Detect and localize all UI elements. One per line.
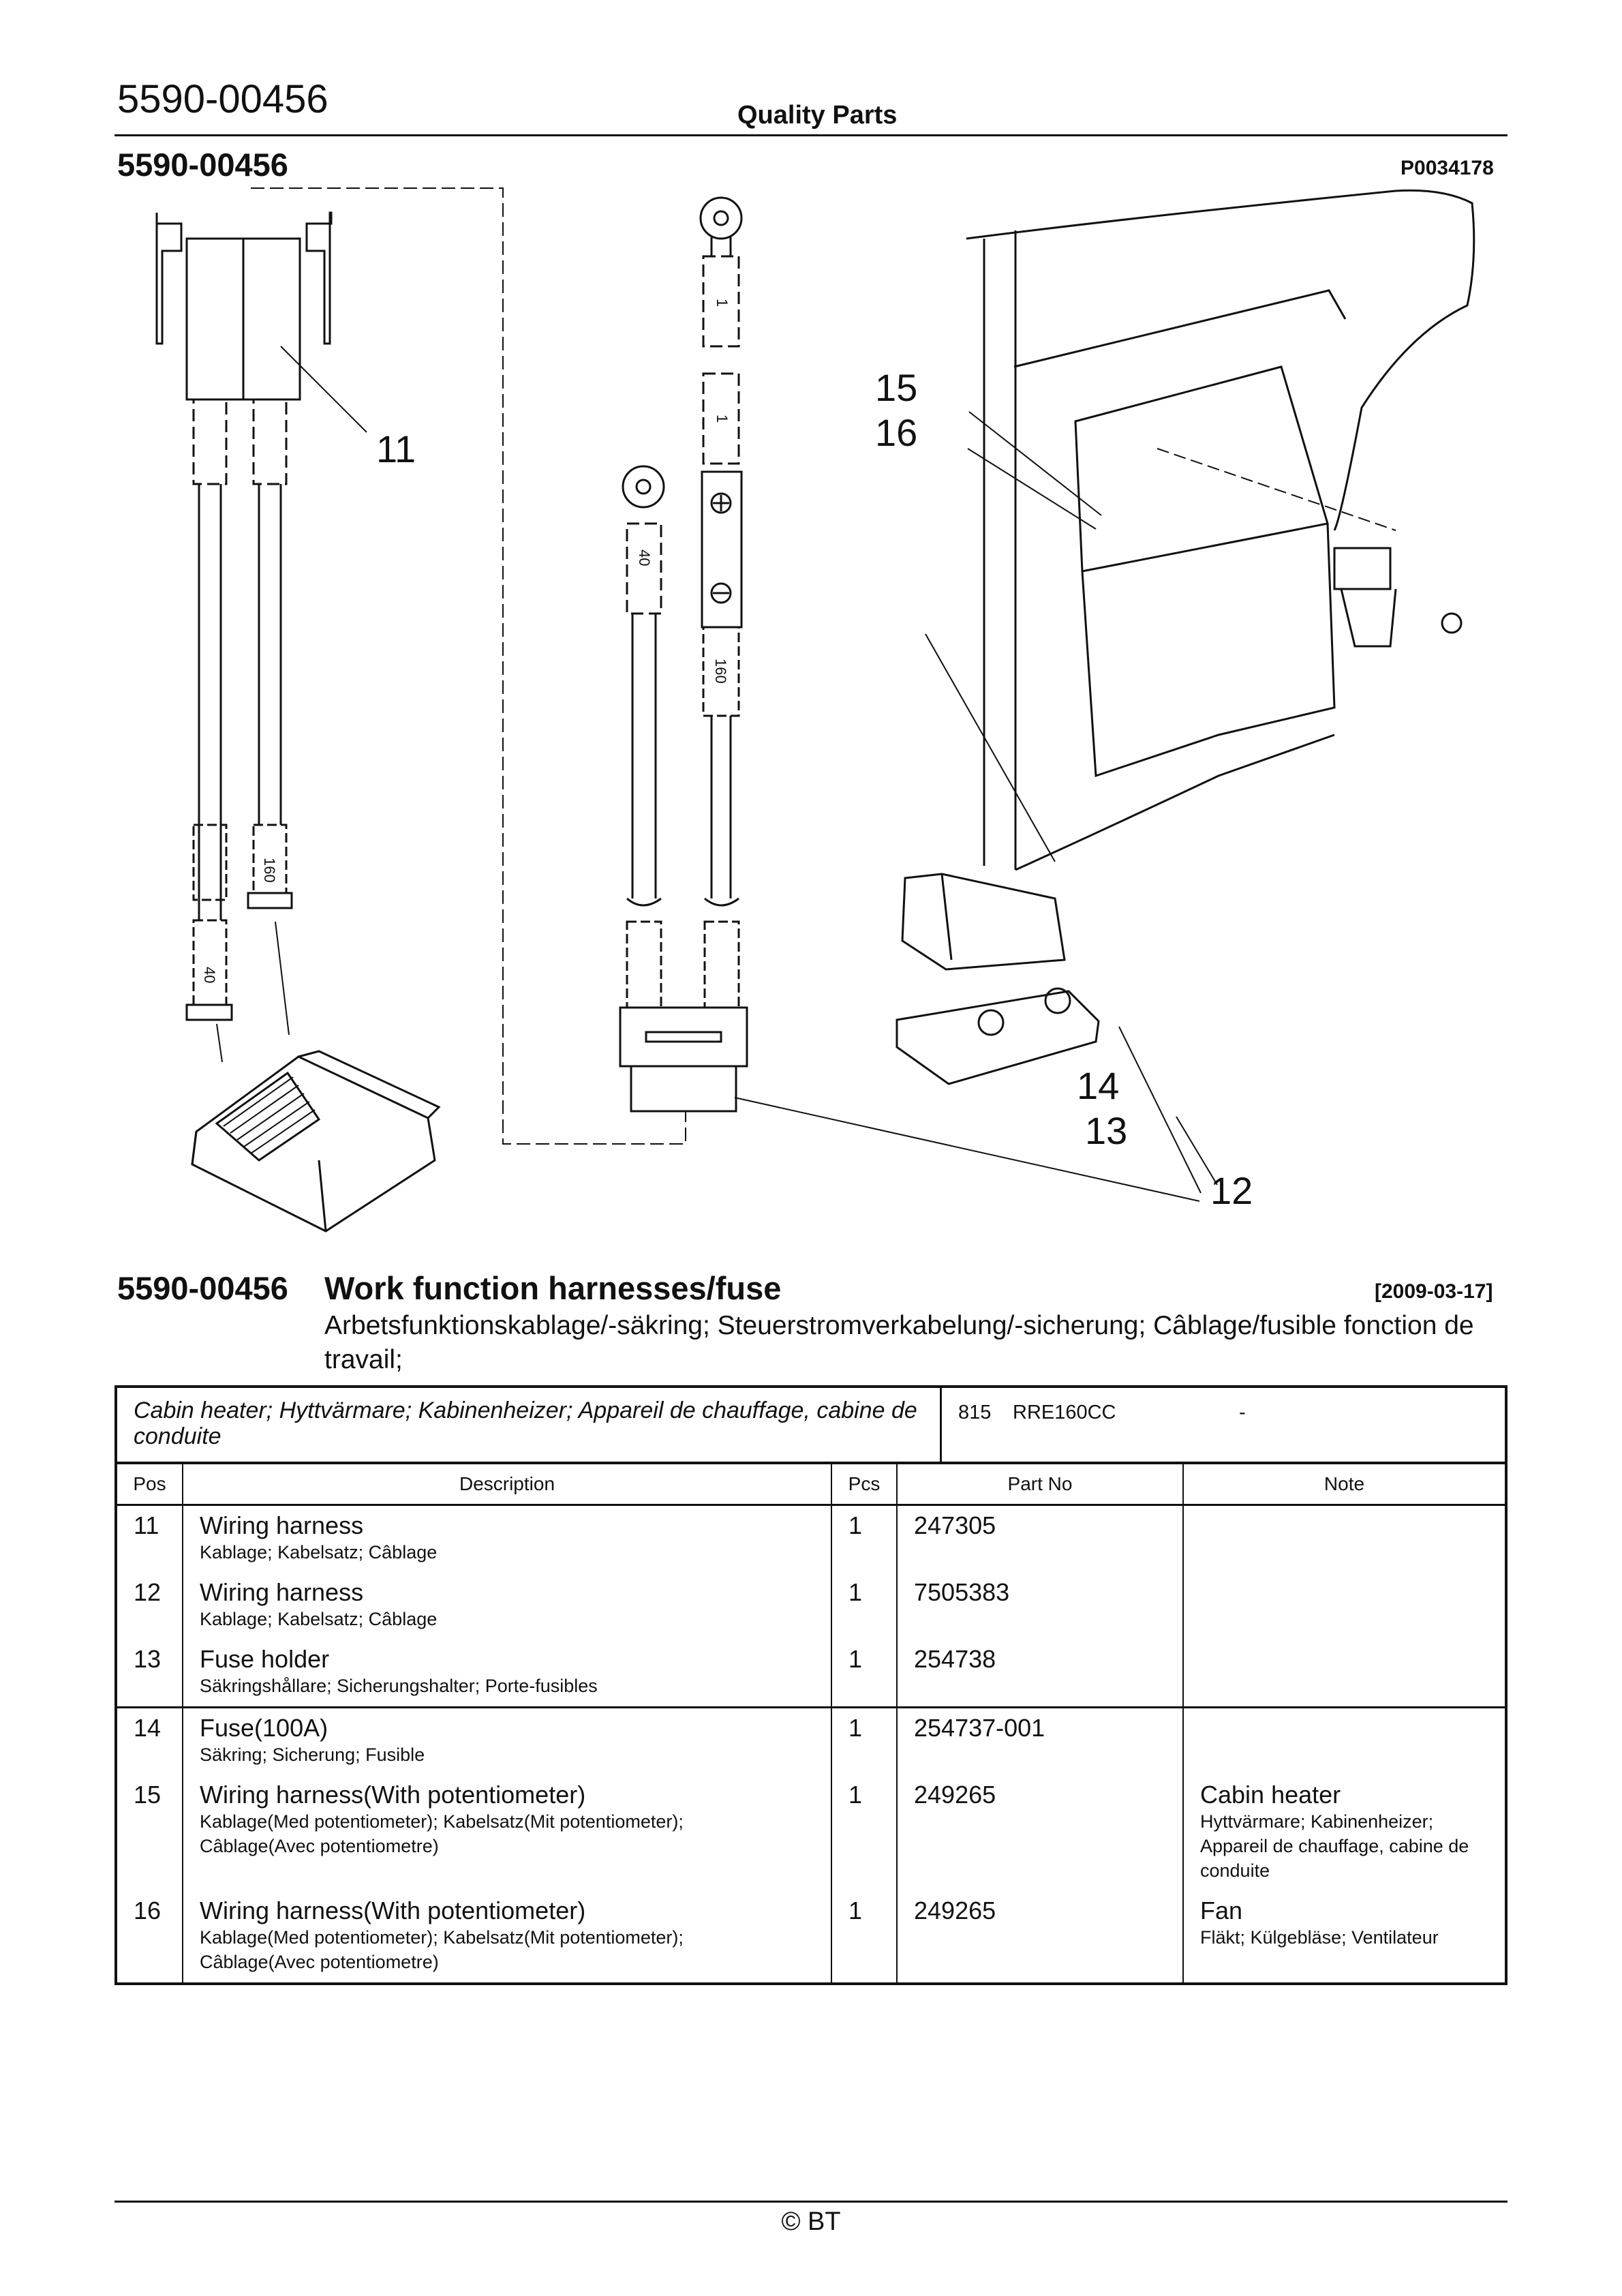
model-info: 815 RRE160CC - <box>942 1388 1505 1462</box>
document-number: 5590-00456 <box>117 77 328 121</box>
table-caption: Cabin heater; Hyttvärmare; Kabinenheizer… <box>117 1388 942 1462</box>
row-pos: 16 <box>134 1897 162 1924</box>
row-description: Fuse(100A) <box>200 1714 328 1742</box>
table-row: 15 Wiring harness(With potentiometer)Kab… <box>117 1775 1505 1891</box>
header-pos: Pos <box>117 1464 183 1506</box>
row-description: Wiring harness(With potentiometer) <box>200 1781 586 1809</box>
row-pos: 14 <box>134 1714 162 1742</box>
row-pcs: 1 <box>848 1511 863 1539</box>
header-part-no: Part No <box>897 1464 1184 1506</box>
callout-15: 15 <box>875 366 917 409</box>
cab-panel-drawing <box>896 189 1475 1194</box>
dim-label-1: 1 <box>714 299 731 307</box>
model-code: 815 <box>958 1402 992 1423</box>
callout-13: 13 <box>1085 1109 1127 1152</box>
row-pcs: 1 <box>848 1897 863 1924</box>
row-pos: 11 <box>134 1511 159 1539</box>
row-pcs: 1 <box>848 1645 863 1673</box>
row-note-translations: Fläkt; Külgebläse; Ventilateur <box>1200 1927 1439 1948</box>
row-part-no: 247305 <box>914 1511 996 1539</box>
footer-copyright: © BT <box>781 2207 841 2236</box>
header-pcs: Pcs <box>831 1464 898 1506</box>
dim-label-160: 160 <box>261 858 278 883</box>
row-description: Fuse holder <box>200 1645 330 1673</box>
table-header-row: Pos Description Pcs Part No Note <box>117 1464 1505 1506</box>
header-description: Description <box>183 1464 832 1506</box>
row-description-translations: Säkring; Sicherung; Fusible <box>200 1744 425 1765</box>
row-description-translations: Kablage; Kabelsatz; Câblage <box>200 1609 438 1629</box>
dim-label-1b: 1 <box>714 414 731 423</box>
parts-table: Cabin heater; Hyttvärmare; Kabinenheizer… <box>114 1385 1508 1985</box>
row-description: Wiring harness(With potentiometer) <box>200 1897 586 1924</box>
row-pcs: 1 <box>848 1714 863 1742</box>
parts-list: Pos Description Pcs Part No Note 11 Wiri… <box>117 1464 1505 1982</box>
row-description: Wiring harness <box>200 1511 364 1539</box>
row-pcs: 1 <box>848 1781 863 1809</box>
footer-divider <box>114 2201 1508 2203</box>
row-description: Wiring harness <box>200 1578 364 1606</box>
table-row: 14 Fuse(100A)Säkring; Sicherung; Fusible… <box>117 1707 1505 1775</box>
row-note: Fan <box>1200 1897 1243 1924</box>
picture-reference: P0034178 <box>1401 157 1494 179</box>
header-note: Note <box>1183 1464 1505 1506</box>
row-pcs: 1 <box>848 1578 863 1606</box>
row-description-translations: Kablage; Kabelsatz; Câblage <box>200 1542 438 1562</box>
row-description-translations: Kablage(Med potentiometer); Kabelsatz(Mi… <box>200 1811 684 1856</box>
row-part-no: 254738 <box>914 1645 996 1673</box>
callout-12: 12 <box>1210 1169 1253 1212</box>
section-date: [2009-03-17] <box>1375 1280 1493 1303</box>
section-number: 5590-00456 <box>117 1270 288 1306</box>
model-name: RRE160CC <box>1013 1402 1116 1423</box>
table-caption-row: Cabin heater; Hyttvärmare; Kabinenheizer… <box>117 1388 1505 1464</box>
cabin-heater-unit-drawing <box>191 921 441 1233</box>
row-part-no: 7505383 <box>914 1578 1010 1606</box>
dim-label-40b: 40 <box>636 549 653 566</box>
section-title: Work function harnesses/fuse <box>324 1270 782 1306</box>
row-pos: 13 <box>134 1645 162 1673</box>
dim-label-160b: 160 <box>712 659 729 684</box>
row-description-translations: Kablage(Med potentiometer); Kabelsatz(Mi… <box>200 1927 684 1972</box>
row-part-no: 249265 <box>914 1781 996 1809</box>
section-translations: Arbetsfunktionskablage/-säkring; Steuers… <box>324 1311 1474 1374</box>
harness-11-drawing <box>155 211 367 1021</box>
harness-12-drawing <box>619 196 1200 1202</box>
table-row: 16 Wiring harness(With potentiometer) Kab… <box>117 1891 1505 1982</box>
row-part-no: 249265 <box>914 1897 996 1924</box>
row-note-translations: Hyttvärmare; Kabinenheizer; Appareil de … <box>1200 1811 1469 1881</box>
callout-11: 11 <box>376 427 416 470</box>
header-divider <box>114 134 1508 136</box>
row-pos: 12 <box>134 1578 162 1606</box>
header-title: Quality Parts <box>737 101 898 130</box>
row-note: Cabin heater <box>1200 1781 1341 1809</box>
row-description-translations: Säkringshållare; Sicherungshalter; Porte… <box>200 1676 598 1696</box>
callout-14: 14 <box>1077 1064 1119 1107</box>
figure-number: 5590-00456 <box>117 147 288 183</box>
model-range: - <box>1239 1402 1246 1423</box>
exploded-parts-drawing: 11 15 16 14 13 12 40 160 40 160 1 1 <box>155 187 1475 1233</box>
dim-label-40: 40 <box>201 967 218 983</box>
row-pos: 15 <box>134 1781 162 1809</box>
row-part-no: 254737-001 <box>914 1714 1045 1742</box>
callout-16: 16 <box>875 411 917 454</box>
